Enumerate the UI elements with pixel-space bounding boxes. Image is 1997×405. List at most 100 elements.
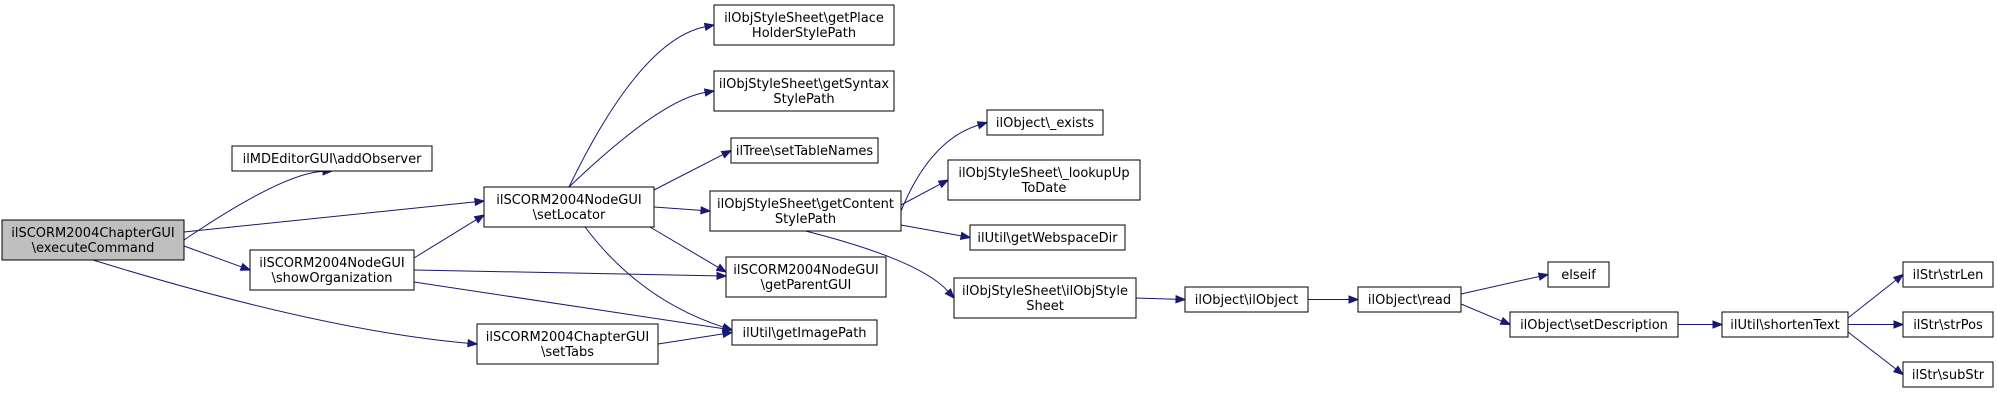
edge-line [900, 124, 979, 212]
node-label: ilStr\strLen [1913, 268, 1984, 283]
edge-line [649, 226, 719, 268]
edge-content-to-webspace [900, 224, 972, 240]
node-read[interactable]: ilObject\read [1357, 286, 1462, 313]
edge-line [584, 226, 724, 328]
edge-shorten-to-str-pos [1848, 320, 1905, 329]
arrowhead [1712, 320, 1724, 329]
arrowhead [959, 231, 972, 240]
node-set-locator[interactable]: ilSCORM2004NodeGUI\setLocator [483, 186, 655, 228]
node-box [725, 256, 887, 298]
node-set-desc[interactable]: ilObject\setDescription [1509, 311, 1679, 338]
edge-line [657, 333, 724, 345]
edge-set-desc-to-shorten [1678, 320, 1724, 329]
node-set-tabs[interactable]: ilSCORM2004ChapterGUI\setTabs [476, 323, 659, 365]
edge-line [413, 219, 477, 259]
edge-line [653, 154, 724, 191]
node-shorten[interactable]: ilUtil\shortenText [1721, 311, 1849, 338]
edge-show-org-to-parent-gui [413, 269, 728, 281]
node-root[interactable]: ilSCORM2004ChapterGUI\executeCommand [1, 219, 185, 261]
arrowhead [700, 206, 712, 215]
node-box [249, 249, 415, 291]
node-box [731, 319, 878, 346]
edge-show-org-to-set-locator [413, 214, 486, 259]
arrowhead [720, 149, 733, 159]
node-box [231, 145, 433, 172]
arrowhead [1537, 272, 1550, 281]
edge-line [183, 201, 476, 233]
arrowhead [467, 338, 479, 348]
node-show-org[interactable]: ilSCORM2004NodeGUI\showOrganization [249, 249, 415, 291]
edge-line [900, 224, 962, 237]
arrowhead [944, 288, 955, 300]
edge-line [900, 183, 941, 206]
node-label: ilObject\_exists [996, 116, 1094, 131]
arrowhead [716, 271, 728, 281]
arrowhead [1175, 294, 1187, 304]
node-elseif[interactable]: elseif [1547, 261, 1610, 288]
node-box [713, 4, 895, 46]
node-tree-names[interactable]: ilTree\setTableNames [730, 137, 879, 164]
node-label: ilSCORM2004NodeGUI [259, 256, 404, 271]
node-il-object[interactable]: ilObject\ilObject [1184, 286, 1309, 313]
node-image-path[interactable]: ilUtil\getImagePath [731, 319, 878, 346]
node-label: ilTree\setTableNames [736, 144, 874, 159]
edge-line [413, 281, 724, 330]
edge-content-to-lookup [900, 179, 950, 206]
node-label: ilMDEditorGUI\addObserver [243, 152, 422, 167]
arrowhead [976, 121, 989, 130]
node-sub-str[interactable]: ilStr\subStr [1902, 361, 1994, 388]
edge-set-locator-to-image-path [584, 226, 734, 332]
node-label: StylePath [775, 212, 836, 227]
arrowhead [473, 214, 486, 224]
edge-line [805, 230, 949, 292]
node-label: ilObject\setDescription [1520, 318, 1668, 333]
node-str-len[interactable]: ilStr\strLen [1902, 261, 1994, 288]
node-box [1902, 261, 1994, 288]
node-label: ilStr\strPos [1913, 318, 1983, 333]
node-box [1902, 361, 1994, 388]
edges-layer [92, 22, 1905, 376]
edge-il-object-to-read [1308, 295, 1360, 304]
arrowhead [937, 179, 950, 189]
edge-read-to-elseif [1460, 272, 1550, 295]
node-exists[interactable]: ilObject\_exists [986, 109, 1104, 136]
node-parent-gui[interactable]: ilSCORM2004NodeGUI\getParentGUI [725, 256, 887, 298]
edge-line [92, 259, 469, 344]
node-label: StylePath [773, 92, 834, 107]
edge-root-to-set-locator [183, 197, 486, 233]
node-label: ilSCORM2004ChapterGUI [486, 330, 650, 345]
node-str-pos[interactable]: ilStr\strPos [1902, 311, 1994, 338]
arrowhead [1499, 316, 1512, 326]
edge-content-to-exists [900, 121, 989, 212]
arrowhead [715, 263, 728, 273]
edge-line [413, 269, 718, 277]
node-label: ilObjStyleSheet\getPlace [724, 11, 884, 26]
edge-root-to-show-org [183, 245, 252, 271]
node-label: ilObjStyleSheet\ilObjStyle [962, 284, 1128, 299]
edge-line [568, 91, 706, 188]
arrowhead [721, 329, 734, 339]
edge-shorten-to-str-len [1847, 273, 1905, 319]
node-label: ilUtil\getWebspaceDir [977, 231, 1118, 246]
edge-root-to-set-tabs [92, 259, 479, 348]
node-box [1184, 286, 1309, 313]
node-webspace[interactable]: ilUtil\getWebspaceDir [969, 224, 1126, 251]
edge-ctor-to-il-object [1135, 294, 1187, 304]
node-add-observer[interactable]: ilMDEditorGUI\addObserver [231, 145, 433, 172]
arrowhead [703, 88, 716, 97]
node-label: ilUtil\getImagePath [742, 326, 866, 341]
node-label: ilSCORM2004NodeGUI [733, 263, 878, 278]
node-box [1721, 311, 1849, 338]
node-ctor[interactable]: ilObjStyleSheet\ilObjStyleSheet [953, 277, 1137, 319]
node-label: \showOrganization [271, 271, 392, 286]
edge-line [183, 170, 324, 241]
node-box [713, 70, 895, 112]
edge-line [1460, 275, 1540, 295]
arrowhead [1892, 365, 1905, 376]
arrowhead [1893, 320, 1905, 329]
